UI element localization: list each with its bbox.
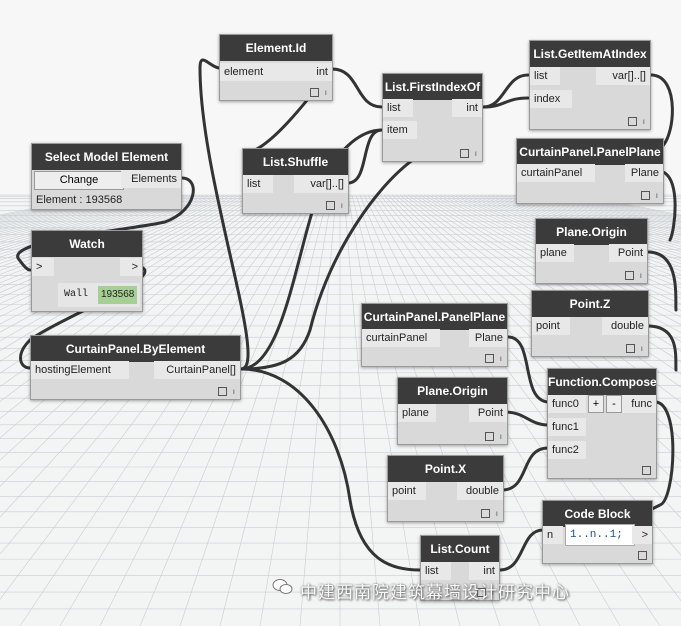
input-port-point[interactable]: point [388,482,426,500]
node-title: Code Block [543,501,652,527]
node-point-x[interactable]: Point.X point double ı [387,455,504,522]
code-editor[interactable]: 1..n..1; [565,524,635,546]
selection-status: Element : 193568 [36,194,123,206]
node-footer: ı [476,588,494,597]
node-curtain-panel-panel-plane-top[interactable]: CurtainPanel.PanelPlane curtainPanel Pla… [516,138,664,204]
node-title: Plane.Origin [536,219,647,245]
node-watch[interactable]: Watch > > Wall 193568 [31,230,143,312]
node-title: CurtainPanel.PanelPlane [517,139,663,165]
node-footer: ı [484,354,502,363]
node-title: Select Model Element [32,144,181,170]
output-port-elements[interactable]: Elements [121,170,181,188]
node-point-z[interactable]: Point.Z point double ı [531,290,649,357]
node-footer: ı [627,117,645,126]
node-footer: ı [480,509,498,518]
node-footer: ı [640,191,658,200]
wechat-icon [272,579,293,594]
input-port-plane[interactable]: plane [536,244,574,262]
input-port-list[interactable]: list [421,562,451,580]
output-port-int[interactable]: int [469,562,499,580]
node-footer: ı [484,432,502,441]
input-port-index[interactable]: index [530,90,572,108]
node-curtain-panel-panel-plane-mid[interactable]: CurtainPanel.PanelPlane curtainPanel Pla… [361,303,508,367]
input-port-func2[interactable]: func2 [548,441,586,459]
watermark-text: 中建西南院建筑幕墙设计研究中心 [300,583,570,602]
input-port-func0[interactable]: func0 [548,395,586,413]
node-title: List.GetItemAtIndex [530,41,650,67]
node-title: Element.Id [220,35,332,61]
output-port-plane[interactable]: Plane [625,164,663,182]
node-title: List.Count [421,536,499,562]
node-function-compose[interactable]: Function.Compose func0 + - func func1 fu… [547,368,657,479]
node-list-count[interactable]: List.Count list int ı [420,535,500,601]
input-port-hosting-element[interactable]: hostingElement [31,361,129,379]
node-title: List.FirstIndexOf [383,74,482,100]
watch-value-panel: Wall 193568 [58,283,140,307]
node-list-first-index-of[interactable]: List.FirstIndexOf list item int ı [382,73,483,162]
node-footer: ı [624,271,642,280]
output-port-var[interactable]: var[]..[] [596,67,650,85]
output-port[interactable]: > [120,258,142,276]
node-footer [642,466,651,475]
node-footer: ı [625,344,643,353]
input-port-element[interactable]: element [220,63,304,81]
input-port-curtain-panel[interactable]: curtainPanel [362,329,440,347]
output-port-func[interactable]: func [622,395,656,413]
output-port-int[interactable]: int [300,63,332,81]
node-title: List.Shuffle [243,149,348,175]
remove-input-button[interactable]: - [606,395,622,413]
input-port-plane[interactable]: plane [398,404,436,422]
output-port[interactable]: > [632,526,652,544]
change-button[interactable]: Change [34,171,124,190]
node-title: Watch [32,231,142,257]
node-footer: ı [459,149,477,158]
input-port-n[interactable]: n [543,526,563,544]
add-input-button[interactable]: + [588,395,604,413]
node-list-shuffle[interactable]: List.Shuffle list var[]..[] ı [242,148,349,214]
node-element-id[interactable]: Element.Id element int ı [219,34,333,101]
node-title: Function.Compose [548,369,656,395]
output-port-int[interactable]: int [452,99,482,117]
node-plane-origin-top[interactable]: Plane.Origin plane Point ı [535,218,648,284]
output-port-double[interactable]: double [602,317,648,335]
output-port-point[interactable]: Point [469,404,507,422]
node-title: Point.X [388,456,503,482]
node-title: CurtainPanel.ByElement [31,336,240,362]
node-title: Plane.Origin [398,378,507,404]
node-select-model-element[interactable]: Select Model Element Change Elements Ele… [31,143,182,210]
node-plane-origin-mid[interactable]: Plane.Origin plane Point ı [397,377,508,445]
node-footer: ı [309,88,327,97]
node-footer [638,551,647,560]
watch-value-label: Wall [64,289,89,300]
input-port-list[interactable]: list [530,67,560,85]
node-curtain-panel-by-element[interactable]: CurtainPanel.ByElement hostingElement Cu… [30,335,241,400]
node-title: Point.Z [532,291,648,317]
node-code-block[interactable]: Code Block n 1..n..1; > [542,500,653,564]
watch-value: 193568 [98,286,138,304]
output-port-var[interactable]: var[]..[] [294,175,348,193]
input-port-list[interactable]: list [383,99,413,117]
output-port-plane[interactable]: Plane [469,329,507,347]
input-port-func1[interactable]: func1 [548,418,586,436]
node-footer: ı [325,201,343,210]
node-title: CurtainPanel.PanelPlane [362,304,507,330]
node-footer: ı [217,387,235,396]
input-port-item[interactable]: item [383,121,417,139]
output-port-double[interactable]: double [457,482,503,500]
input-port-list[interactable]: list [243,175,273,193]
input-port-point[interactable]: point [532,317,570,335]
input-port[interactable]: > [32,258,54,276]
node-list-get-item-at-index[interactable]: List.GetItemAtIndex list index var[]..[]… [529,40,651,130]
output-port-curtain-panel[interactable]: CurtainPanel[] [154,361,240,379]
input-port-curtain-panel[interactable]: curtainPanel [517,164,595,182]
output-port-point[interactable]: Point [609,244,647,262]
